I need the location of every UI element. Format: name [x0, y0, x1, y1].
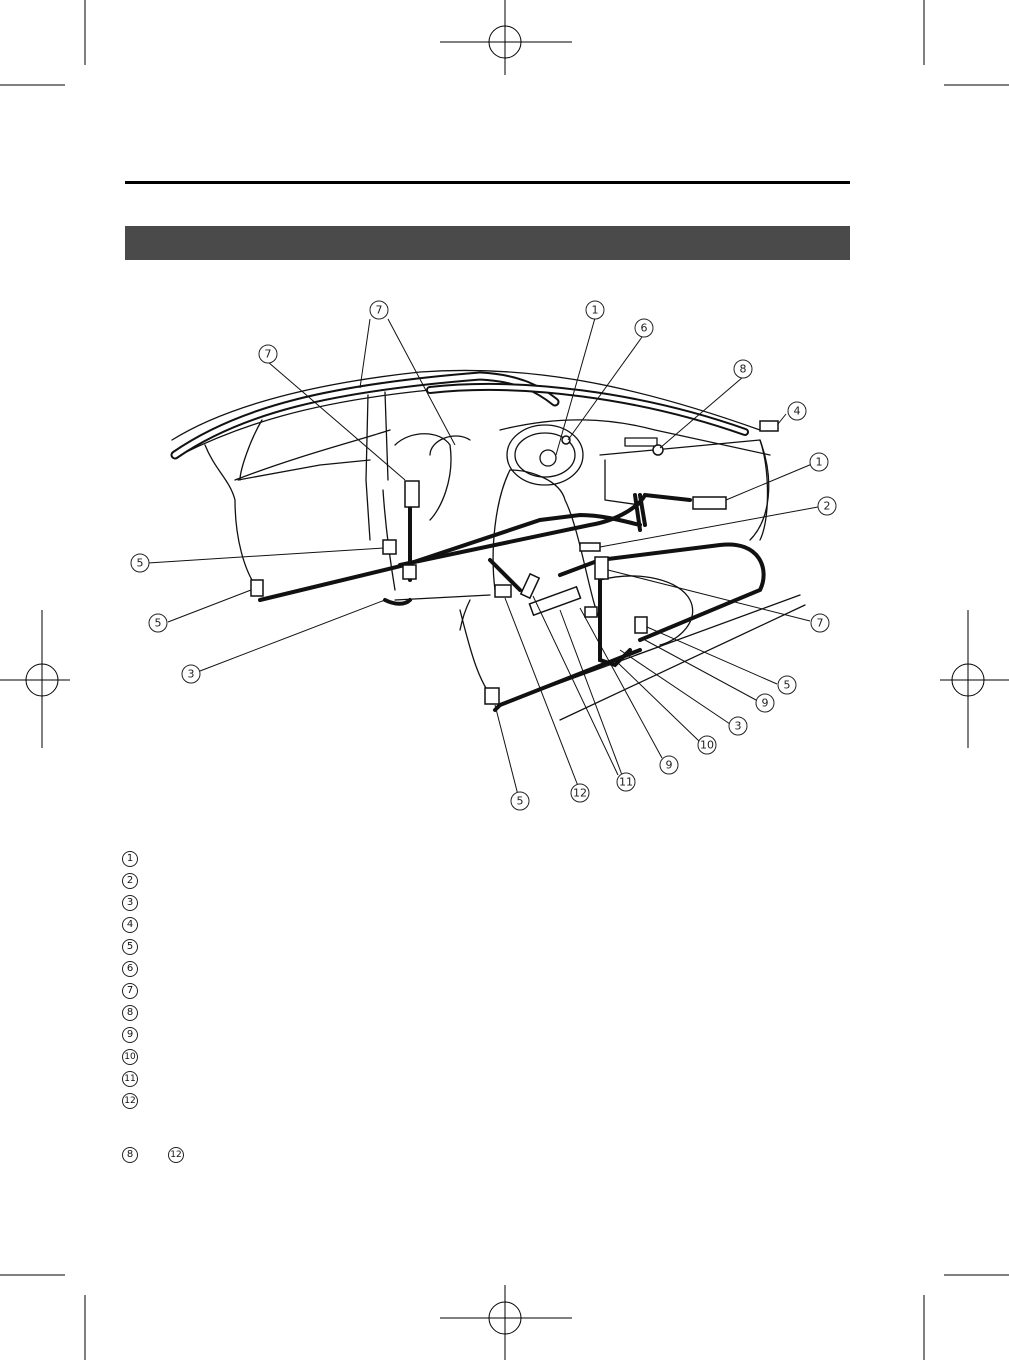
pretensioner-icon [528, 585, 582, 617]
note-row: 8 12 [122, 1147, 184, 1163]
legend-number: 5 [122, 939, 138, 955]
callout-12: 12 [570, 783, 590, 803]
svg-text:12: 12 [573, 787, 587, 800]
svg-text:1: 1 [816, 456, 823, 469]
callout-7-right: 7 [810, 613, 830, 633]
legend-item: 1 [122, 848, 138, 870]
svg-text:10: 10 [700, 739, 714, 752]
svg-text:5: 5 [137, 557, 144, 570]
legend-item: 5 [122, 936, 138, 958]
seat-belt-buckle-icon [494, 584, 512, 598]
legend-number: 9 [122, 1027, 138, 1043]
callout-5-left-upper: 5 [130, 553, 150, 573]
components [250, 420, 779, 705]
legend-item: 8 [122, 1002, 138, 1024]
legend-number: 3 [122, 895, 138, 911]
svg-text:3: 3 [188, 668, 195, 681]
front-sensor-icon [759, 420, 779, 432]
legend-item: 2 [122, 870, 138, 892]
passenger-seat-sensor-icon [594, 556, 609, 580]
svg-text:2: 2 [824, 500, 831, 513]
callout-1-top: 1 [585, 300, 605, 320]
callout-10: 10 [697, 735, 717, 755]
legend-list: 1 2 3 4 5 6 7 8 9 10 11 12 [122, 848, 138, 1112]
legend-item: 3 [122, 892, 138, 914]
legend-item: 10 [122, 1046, 138, 1068]
svg-text:3: 3 [735, 720, 742, 733]
svg-text:7: 7 [376, 304, 383, 317]
svg-text:11: 11 [619, 776, 633, 789]
callout-3-left: 3 [181, 664, 201, 684]
callouts: 7 1 6 7 8 4 1 2 5 5 7 3 5 9 3 10 9 11 12… [130, 300, 837, 811]
section-title-bar [125, 226, 850, 260]
callout-9-right: 9 [755, 693, 775, 713]
callout-3-right: 3 [728, 716, 748, 736]
callout-7-left: 7 [258, 344, 278, 364]
legend-number: 4 [122, 917, 138, 933]
note-number-first: 8 [122, 1147, 138, 1163]
callout-9-bottom: 9 [659, 755, 679, 775]
curtain-inflator-icon [402, 564, 417, 580]
callout-2: 2 [817, 496, 837, 516]
legend-number: 7 [122, 983, 138, 999]
callout-6: 6 [634, 318, 654, 338]
legend-item: 9 [122, 1024, 138, 1046]
legend-number: 8 [122, 1005, 138, 1021]
svg-text:7: 7 [817, 617, 824, 630]
svg-text:9: 9 [666, 759, 673, 772]
rear-floor-sensor-icon [484, 687, 500, 705]
callout-5-left-lower: 5 [148, 613, 168, 633]
legend-item: 7 [122, 980, 138, 1002]
callout-4: 4 [787, 401, 807, 421]
side-airbag-sensor-icon [404, 480, 420, 508]
callout-8: 8 [733, 359, 753, 379]
legend-item: 12 [122, 1090, 138, 1112]
legend-number: 11 [122, 1071, 138, 1087]
svg-text:9: 9 [762, 697, 769, 710]
legend-item: 11 [122, 1068, 138, 1090]
legend-item: 6 [122, 958, 138, 980]
legend-number: 6 [122, 961, 138, 977]
legend-number: 12 [122, 1093, 138, 1109]
legend-item: 4 [122, 914, 138, 936]
callout-7-top: 7 [369, 300, 389, 320]
header-rule [125, 181, 850, 184]
svg-text:5: 5 [784, 679, 791, 692]
svg-text:8: 8 [740, 363, 747, 376]
driver-airbag-icon [561, 435, 571, 445]
passenger-side-sensor-icon [634, 616, 648, 634]
svg-text:1: 1 [592, 304, 599, 317]
sensor-module-icon [692, 496, 727, 510]
callout-11: 11 [616, 772, 636, 792]
seat-weight-sensor-icon [584, 606, 598, 618]
svg-text:6: 6 [641, 322, 648, 335]
svg-text:4: 4 [794, 405, 801, 418]
side-sensor-icon [382, 539, 397, 555]
rear-sensor-icon [250, 579, 264, 597]
leader-lines [147, 317, 819, 796]
callout-1-right: 1 [809, 452, 829, 472]
callout-5-right: 5 [777, 675, 797, 695]
svg-text:7: 7 [265, 348, 272, 361]
note-number-second: 12 [168, 1147, 184, 1163]
buckle-switch-icon [519, 572, 541, 600]
vehicle-outline [170, 369, 806, 721]
callout-5-bottom: 5 [510, 791, 530, 811]
legend-number: 10 [122, 1049, 138, 1065]
svg-text:5: 5 [517, 795, 524, 808]
svg-text:5: 5 [155, 617, 162, 630]
legend-number: 1 [122, 851, 138, 867]
front-connector-icon [579, 542, 601, 552]
legend-number: 2 [122, 873, 138, 889]
